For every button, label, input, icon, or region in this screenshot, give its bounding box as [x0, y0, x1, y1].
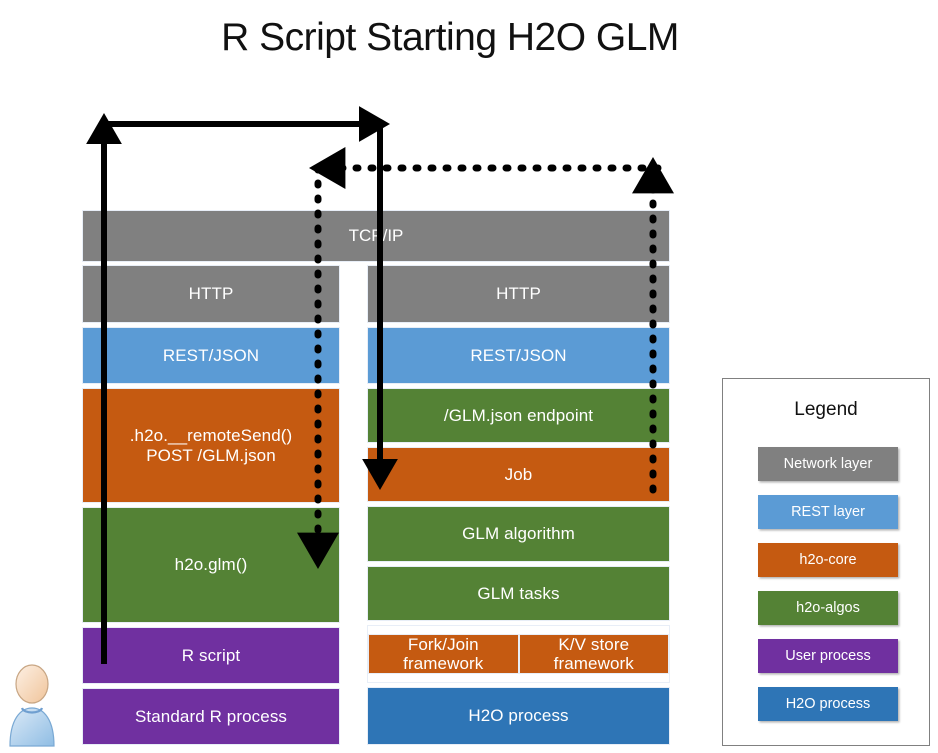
page-title: R Script Starting H2O GLM	[221, 16, 679, 59]
legend-title: Legend	[794, 399, 858, 420]
legend-item-rest-layer: REST layer	[758, 495, 898, 529]
legend-item-h2o-core: h2o-core	[758, 543, 898, 577]
right-band-glm-algorithm: GLM algorithm	[367, 506, 670, 562]
left-band-h2o-glm: h2o.glm()	[82, 507, 340, 623]
right-band-fork-join-framework: Fork/Join framework	[368, 633, 519, 675]
left-band-r-script: R script	[82, 627, 340, 684]
right-band-http: HTTP	[367, 265, 670, 323]
right-band-rest-json: REST/JSON	[367, 327, 670, 384]
tcpip-label: TCP/IP	[348, 226, 404, 245]
legend-item-h2o-process: H2O process	[758, 687, 898, 721]
tcpip-bar: TCP/IP	[82, 210, 670, 262]
left-band-h2o-remotesend-post-glm-json: .h2o.__remoteSend() POST /GLM.json	[82, 388, 340, 503]
legend-item-user-process: User process	[758, 639, 898, 673]
right-band-job: Job	[367, 447, 670, 502]
right-band-kv-store-framework: K/V store framework	[518, 633, 669, 675]
legend-item-h2o-algos: h2o-algos	[758, 591, 898, 625]
legend-item-network-layer: Network layer	[758, 447, 898, 481]
user-avatar-icon	[9, 664, 55, 747]
left-band-http: HTTP	[82, 265, 340, 323]
left-band-rest-json: REST/JSON	[82, 327, 340, 384]
right-band-glm-json-endpoint: /GLM.json endpoint	[367, 388, 670, 443]
left-band-standard-r-process: Standard R process	[82, 688, 340, 745]
right-band-glm-tasks: GLM tasks	[367, 566, 670, 621]
right-band-h2o-process: H2O process	[367, 687, 670, 745]
